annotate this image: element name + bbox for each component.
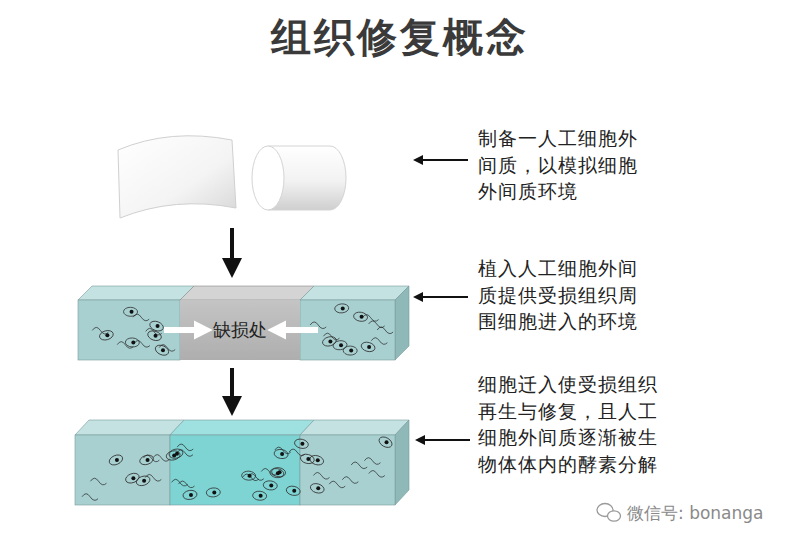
down-arrow — [230, 368, 234, 406]
repaired-tissue-block — [75, 420, 409, 505]
leader-arrow — [418, 296, 468, 298]
defect-box: 缺损处 — [180, 300, 300, 360]
wechat-icon — [597, 504, 621, 522]
leader-arrow — [418, 159, 468, 161]
scaffold-sheet — [118, 136, 236, 218]
down-arrow — [230, 228, 234, 268]
scaffold-cylinder — [252, 146, 346, 210]
step-description: 制备一人工细胞外 间质，以模拟细胞 外间质环境 — [478, 125, 658, 205]
diagram-title: 组织修复概念 — [0, 10, 800, 65]
watermark: 微信号: bonanga — [627, 500, 764, 527]
step-description: 细胞迁入使受损组织 再生与修复，且人工 细胞外间质逐渐被生 物体体内的酵素分解 — [478, 371, 678, 477]
damaged-tissue-block — [78, 286, 409, 360]
leader-arrow — [420, 439, 470, 441]
node-text: 缺损处 — [213, 318, 267, 342]
step-description: 植入人工细胞外间 质提供受损组织周 围细胞进入的环境 — [478, 255, 658, 335]
